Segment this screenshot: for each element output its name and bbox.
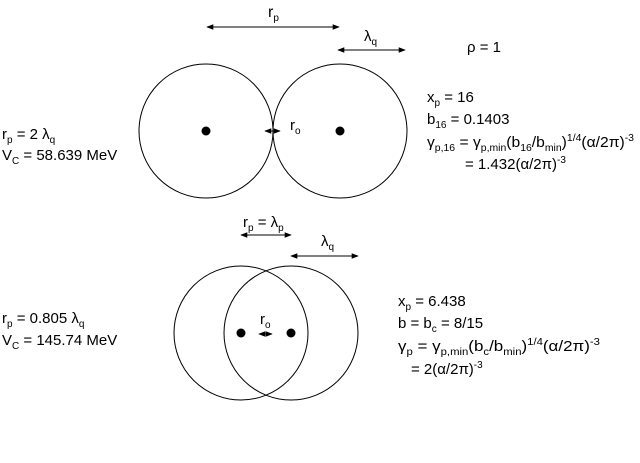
bottom-rp-label: rp = λp xyxy=(243,214,284,234)
top-left-center-dot xyxy=(201,126,211,136)
bottom-b-equation: b = bc = 8/15 xyxy=(398,315,483,335)
top-gamma-result: = 1.432(α/2π)-3 xyxy=(465,155,566,173)
top-rp-equation: rp = 2 λq xyxy=(2,126,55,146)
bottom-left-circle xyxy=(173,265,309,401)
top-lambda-label: λq xyxy=(364,28,377,48)
bottom-ro-label: ro xyxy=(260,311,271,331)
bottom-xp-equation: xp = 6.438 xyxy=(398,293,466,313)
top-xp-equation: xp = 16 xyxy=(427,89,474,109)
bottom-left-center-dot xyxy=(236,328,246,338)
bottom-right-center-dot xyxy=(286,328,296,338)
rho-label: ρ = 1 xyxy=(467,39,501,56)
top-vc-equation: VC = 58.639 MeV xyxy=(2,147,117,167)
bottom-rp-equation: rp = 0.805 λq xyxy=(2,310,84,330)
top-ro-label: ro xyxy=(290,117,301,137)
bottom-configuration: rp = λp λq ro rp = 0.805 λq VC = 145.74 … xyxy=(2,214,600,401)
top-gamma-equation: γp,16 = γp,min(b16/bmin)1/4(α/2π)-3 xyxy=(427,133,634,154)
top-configuration: rp λq ρ = 1 ro rp = 2 λq VC = 58.639 MeV… xyxy=(2,4,634,199)
bottom-gamma-result: = 2(α/2π)-3 xyxy=(411,360,483,378)
bottom-lambda-label: λq xyxy=(321,233,334,253)
top-right-center-dot xyxy=(335,126,345,136)
bottom-right-circle xyxy=(223,265,359,401)
top-b16-equation: b16 = 0.1403 xyxy=(427,111,509,131)
top-rp-label: rp xyxy=(268,4,279,24)
bottom-vc-equation: VC = 145.74 MeV xyxy=(2,332,117,352)
